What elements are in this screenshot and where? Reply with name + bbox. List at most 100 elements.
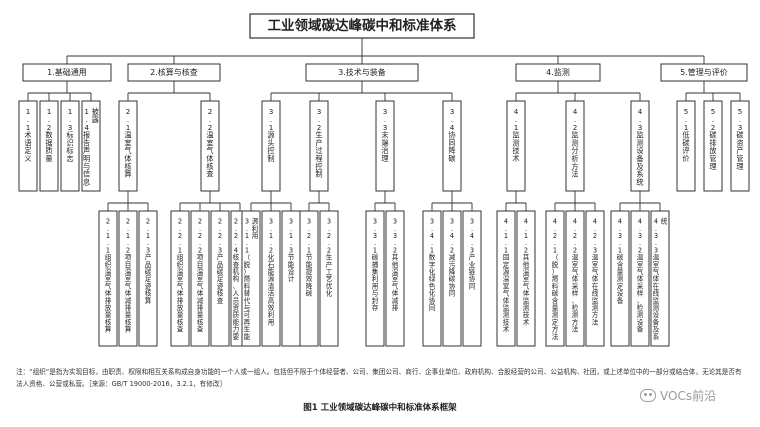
level3-node-frame: [585, 210, 605, 347]
level1-node-frame: [127, 63, 221, 82]
level3-node-frame: [241, 210, 261, 347]
level3-node-frame: [299, 210, 319, 347]
level1-node-frame: [22, 63, 112, 82]
level2-node-frame: [442, 100, 462, 192]
level3-node-frame: [545, 210, 565, 347]
level2-node-frame: [60, 100, 80, 192]
level3-node-frame: [98, 210, 118, 347]
level1-label: 3.技术与装备: [338, 67, 386, 77]
level3-node-frame: [261, 210, 281, 347]
level3-node-frame: [630, 210, 650, 347]
level1-node-frame: [515, 63, 601, 82]
level2-node-frame: [730, 100, 750, 192]
figure-caption: 图1 工业领域碳达峰碳中和标准体系框架: [303, 403, 457, 413]
level2-node-frame: [630, 100, 650, 192]
diagram-nodes: 工业领域碳达峰碳中和标准体系 1.基础通用 2.核算与核查 3.技术与装备 4.监测 5.…: [18, 13, 750, 347]
level2-node-frame: [200, 100, 220, 192]
level1-label: 4.监测: [546, 67, 570, 77]
level3-node: 4.2.1（脱）燃料碳含量测定方法: [545, 210, 565, 347]
level3-label: 4.2.1（脱）燃料碳含量测定方法: [552, 218, 559, 341]
level2-node-frame: [375, 100, 395, 192]
level3-node-frame: [210, 210, 230, 347]
standards-hierarchy-diagram: 工业领域碳达峰碳中和标准体系 1.基础通用 2.核算与核查 3.技术与装备 4.监测 5.…: [18, 13, 750, 347]
level2-node-frame: [81, 100, 101, 192]
level2-node-frame: [261, 100, 281, 192]
level3-node-frame: [190, 210, 210, 347]
level2-node-frame: [18, 100, 38, 192]
level3-node-frame: [496, 210, 516, 347]
level3-node-frame: [442, 210, 462, 347]
level3-node-frame: [138, 210, 158, 347]
level1-node: 2.核算与核查: [127, 63, 221, 82]
level1-node: 1.基础通用: [22, 63, 112, 82]
level3-node-frame: [385, 210, 405, 347]
level3-node-frame: [422, 210, 442, 347]
watermark: VOCs前沿: [640, 386, 750, 404]
level3-node-frame: [319, 210, 339, 347]
footnote: 注：“组织”是指为实现目标，由职责、权限和相互关系构成自身功能的一个人或一组人。…: [16, 368, 742, 388]
watermark-text: VOCs前沿: [660, 388, 717, 403]
level2-node-frame: [565, 100, 585, 192]
level2-node-frame: [676, 100, 696, 192]
level3-node-frame: [462, 210, 482, 347]
level2-node-frame: [39, 100, 59, 192]
level3-node-frame: [650, 210, 670, 347]
level2-node-frame: [118, 100, 138, 192]
level2-node-frame: [309, 100, 329, 192]
title-text: 工业领域碳达峰碳中和标准体系: [268, 17, 457, 34]
level1-label: 2.核算与核查: [150, 67, 198, 77]
